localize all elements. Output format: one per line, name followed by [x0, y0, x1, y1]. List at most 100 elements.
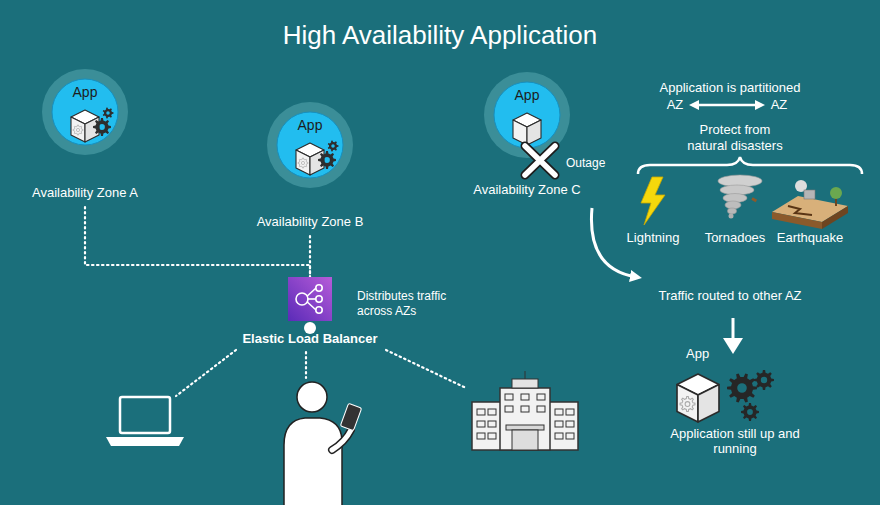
load-balancer-icon — [286, 277, 334, 335]
curly-brace — [638, 157, 862, 174]
window — [488, 421, 496, 427]
gear-icon — [754, 370, 774, 390]
person-body — [284, 418, 342, 505]
gear-icon — [103, 108, 114, 119]
zone-core — [52, 79, 118, 145]
window — [566, 421, 574, 427]
cube-icon — [513, 113, 541, 145]
diagram-title: High Availability Application — [0, 19, 880, 51]
window — [477, 433, 485, 439]
window — [566, 409, 574, 415]
glyph-branch — [307, 302, 316, 310]
glyph-target — [316, 285, 322, 291]
building-icon — [472, 371, 578, 450]
ground-front — [772, 212, 822, 229]
cube-face — [698, 385, 719, 423]
note-text: Protect from natural disasters — [681, 122, 789, 154]
junction-dot — [304, 322, 316, 334]
window — [488, 433, 496, 439]
app-label: App — [298, 117, 323, 133]
zone-tag: AZ — [667, 97, 684, 113]
outage-cross — [525, 146, 555, 175]
laptop-icon — [106, 397, 184, 446]
down-arrow-head — [723, 338, 743, 354]
app-label: App — [515, 87, 540, 103]
window — [505, 394, 513, 400]
window — [566, 433, 574, 439]
hazard-label: Lightning — [627, 230, 680, 246]
window — [555, 433, 563, 439]
cube-face — [677, 385, 698, 423]
client-line — [386, 350, 466, 388]
glyph-branch — [307, 288, 316, 296]
client-line — [305, 352, 307, 378]
app-label: App — [73, 84, 98, 100]
hazard-label: Tornadoes — [705, 230, 766, 246]
canopy — [506, 425, 544, 430]
note-text: Application is partitioned — [660, 80, 801, 96]
window — [521, 406, 529, 412]
zone-icon — [250, 99, 370, 211]
glyph-hub — [296, 293, 308, 305]
building-center — [500, 388, 550, 450]
window — [521, 394, 529, 400]
zone-name: Availability Zone A — [32, 185, 138, 201]
zone-core — [277, 112, 343, 178]
person-head — [297, 382, 327, 412]
phone — [340, 403, 361, 430]
window — [537, 406, 545, 412]
zone-name: Availability Zone C — [473, 182, 580, 198]
ground-crack — [788, 206, 812, 215]
note-text: Traffic routed to other AZ — [658, 288, 801, 304]
zone-icon — [25, 66, 145, 178]
house — [804, 190, 815, 199]
down-arrow — [732, 318, 735, 340]
zone-ring — [42, 69, 128, 155]
hazard-label: Earthquake — [777, 230, 844, 246]
window — [555, 409, 563, 415]
double-arrow — [694, 104, 760, 107]
window — [477, 409, 485, 415]
debris — [751, 197, 757, 202]
client-line — [176, 350, 236, 396]
cube-face — [527, 120, 541, 145]
window — [555, 421, 563, 427]
application-icon — [650, 358, 820, 428]
laptop-base — [106, 437, 184, 446]
outage-mark — [525, 146, 555, 175]
cube-face — [296, 150, 310, 175]
person-arm — [332, 430, 351, 450]
tornado-tip — [729, 214, 734, 219]
gear-icon — [741, 403, 759, 421]
gear-outline — [73, 125, 83, 135]
gear-icon — [93, 118, 111, 136]
zone-tag: AZ — [771, 97, 788, 113]
outage-cross — [525, 146, 555, 175]
cube-icon — [677, 374, 719, 422]
balancer-glyph — [296, 285, 322, 313]
cube-face — [71, 117, 85, 142]
availability-zone: AppAvailability Zone C — [467, 69, 587, 204]
availability-zone: AppAvailability Zone B — [250, 99, 370, 236]
person-icon — [284, 382, 362, 505]
gear-icon — [318, 151, 336, 169]
window — [505, 406, 513, 412]
window — [477, 421, 485, 427]
earthquake-icon — [772, 180, 848, 229]
running-application: AppApplication still up and running — [650, 346, 820, 460]
window — [537, 394, 545, 400]
availability-zone: AppAvailability Zone A — [25, 66, 145, 207]
gear-icon — [328, 141, 339, 152]
zone-name: Availability Zone B — [257, 214, 364, 230]
zone-core — [494, 82, 560, 148]
app-label: App — [686, 346, 709, 362]
zone-ring — [267, 102, 353, 188]
note-text: Distributes traffic across AZs — [357, 289, 465, 319]
person-arm — [332, 430, 351, 450]
building-pole — [525, 371, 526, 379]
cube-face — [513, 120, 527, 145]
laptop-screen — [120, 397, 170, 433]
window — [488, 409, 496, 415]
tornado-icon — [718, 175, 762, 219]
